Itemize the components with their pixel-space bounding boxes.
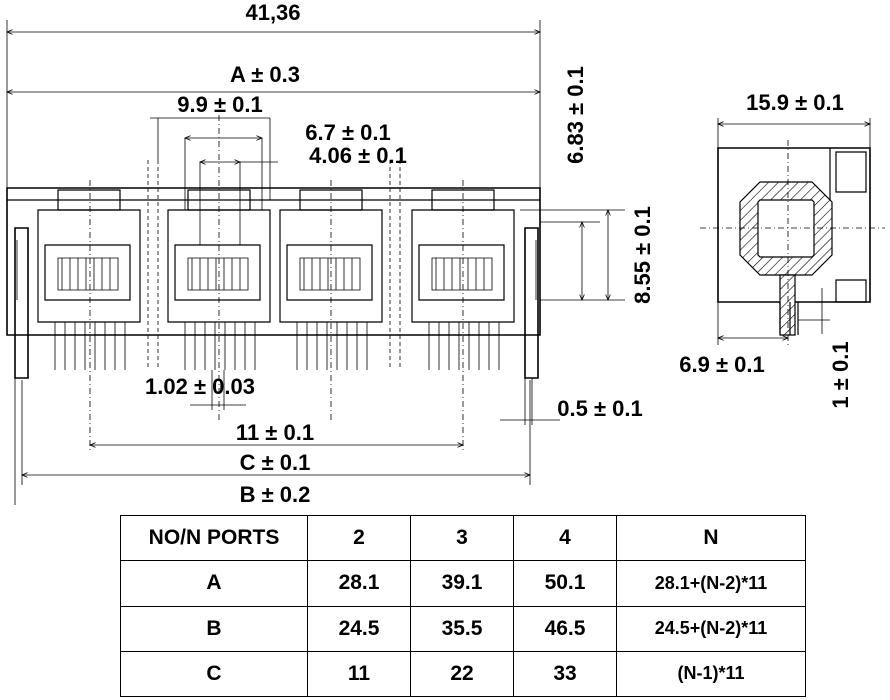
dim-6-9: 6.9 ± 0.1 <box>679 352 764 377</box>
dim-pin-width: 1.02 ± 0.03 <box>145 374 255 399</box>
ports-dimension-table: NO/N PORTS 2 3 4 N A 28.1 39.1 50.1 28.1… <box>120 514 806 698</box>
table-cell: 39.1 <box>410 560 514 607</box>
table-cell: 24.5 <box>307 605 411 652</box>
table-header-cell: 4 <box>513 514 617 562</box>
table-cell: 46.5 <box>513 605 617 652</box>
table-cell: 11 <box>307 650 411 698</box>
table-cell: 50.1 <box>513 560 617 607</box>
table-cell: 24.5+(N-2)*11 <box>616 605 806 652</box>
table-header-cell: 2 <box>307 514 411 562</box>
dim-pitch: 9.9 ± 0.1 <box>177 92 262 117</box>
dim-6-7: 6.7 ± 0.1 <box>305 120 390 145</box>
front-dimensions: 41,36 A ± 0.3 9.9 ± 0.1 6.7 ± 0.1 4.06 ±… <box>7 0 655 507</box>
dim-4-06: 4.06 ± 0.1 <box>309 143 407 168</box>
table-cell: C <box>120 650 308 698</box>
dim-8-55: 8.55 ± 0.1 <box>630 206 655 304</box>
dim-0-5: 0.5 ± 0.1 <box>557 396 642 421</box>
side-dimensions: 15.9 ± 0.1 6.9 ± 0.1 1 ± 0.1 <box>679 90 870 409</box>
dim-11: 11 ± 0.1 <box>236 420 314 445</box>
front-view <box>6 115 541 450</box>
table-cell: 28.1 <box>307 560 411 607</box>
table-cell: B <box>120 605 308 652</box>
dim-15-9: 15.9 ± 0.1 <box>746 90 844 115</box>
table-cell: A <box>120 560 308 607</box>
port-4 <box>411 189 515 370</box>
table-row: C 11 22 33 (N-1)*11 <box>120 650 806 698</box>
side-view <box>700 140 885 345</box>
port-3 <box>279 189 383 370</box>
table-header-cell: N <box>616 514 806 562</box>
table-cell: 35.5 <box>410 605 514 652</box>
dim-6-83: 6.83 ± 0.1 <box>563 66 588 164</box>
table-header-row: NO/N PORTS 2 3 4 N <box>120 514 806 562</box>
dim-b: B ± 0.2 <box>240 482 311 507</box>
dim-c: C ± 0.1 <box>240 450 311 475</box>
dim-overall-width: 41,36 <box>245 0 300 25</box>
table-cell: 28.1+(N-2)*11 <box>616 560 806 607</box>
table-row: B 24.5 35.5 46.5 24.5+(N-2)*11 <box>120 605 806 652</box>
table-cell: 22 <box>410 650 514 698</box>
dim-1: 1 ± 0.1 <box>828 341 853 408</box>
port-1 <box>37 189 141 370</box>
technical-drawing: 41,36 A ± 0.3 9.9 ± 0.1 6.7 ± 0.1 4.06 ±… <box>6 0 885 507</box>
table-row: A 28.1 39.1 50.1 28.1+(N-2)*11 <box>120 560 806 607</box>
table-header-cell: NO/N PORTS <box>120 514 308 562</box>
table-cell: 33 <box>513 650 617 698</box>
port-2 <box>167 189 271 370</box>
dim-a: A ± 0.3 <box>230 62 300 87</box>
table-header-cell: 3 <box>410 514 514 562</box>
table-cell: (N-1)*11 <box>616 650 806 698</box>
